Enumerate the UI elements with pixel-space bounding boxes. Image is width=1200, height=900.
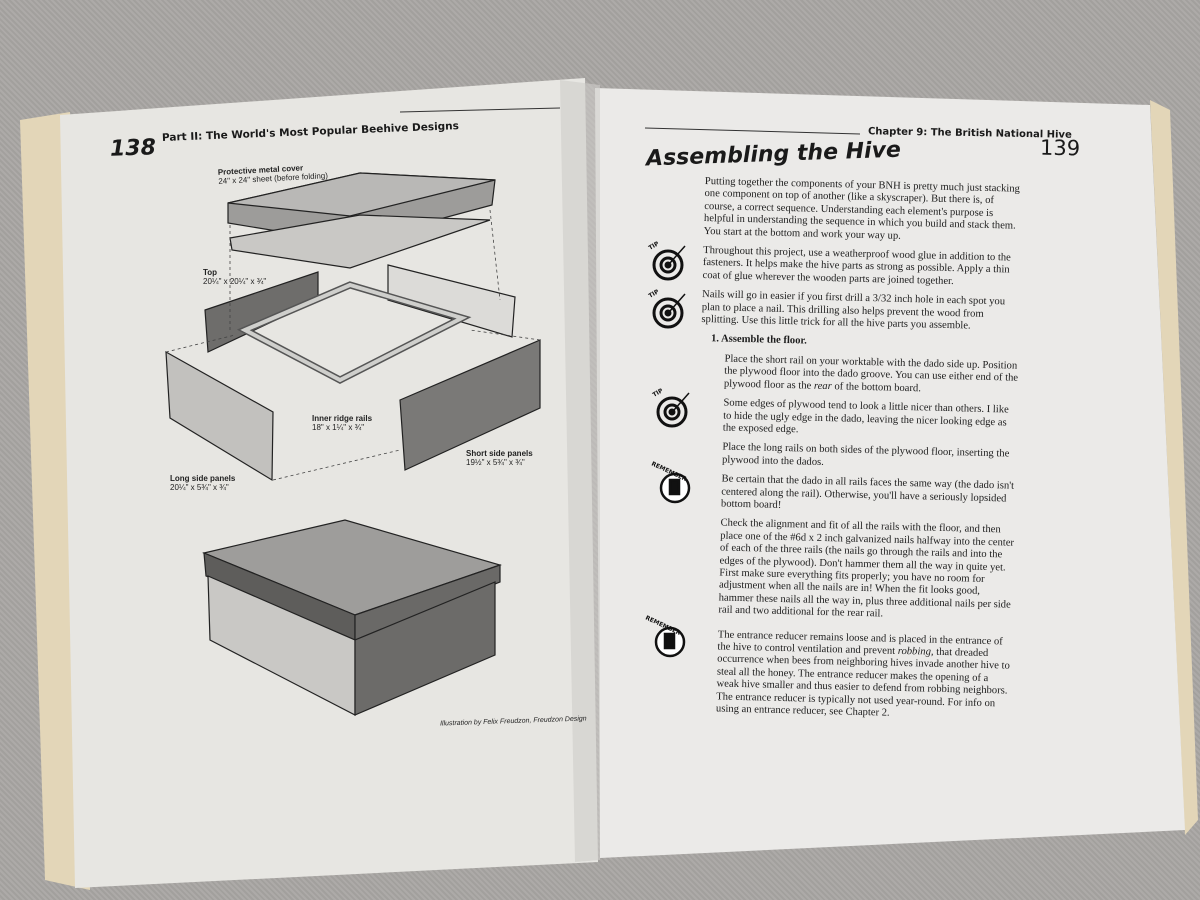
step-paragraph: Check the alignment and fit of all the r… bbox=[718, 517, 1015, 620]
remember-icon bbox=[654, 626, 686, 658]
tip-icon bbox=[656, 392, 690, 428]
top-board bbox=[229, 214, 491, 269]
short-side-panel-front bbox=[399, 339, 541, 471]
svg-text:TIP: TIP bbox=[652, 387, 665, 399]
tip-icon bbox=[652, 245, 686, 281]
tip-paragraph: Some edges of plywood tend to look a lit… bbox=[722, 397, 1009, 436]
tip-paragraph: Nails will go in easier if you first dri… bbox=[701, 289, 1006, 332]
remember-icon bbox=[659, 472, 691, 504]
step-heading: 1. Assemble the floor. bbox=[710, 333, 807, 348]
intro-paragraph: Putting together the components of your … bbox=[703, 176, 1021, 242]
tip-icon bbox=[652, 293, 686, 329]
right-page-body: Putting together the components of your … bbox=[692, 176, 1023, 730]
left-page bbox=[60, 78, 598, 888]
spine-shadow bbox=[560, 80, 600, 862]
step-paragraph: Place the long rails on both sides of th… bbox=[721, 441, 1010, 468]
remember-paragraph: Be certain that the dado in all rails fa… bbox=[720, 473, 1015, 511]
tip-paragraph: Throughout this project, use a weatherpr… bbox=[702, 245, 1011, 287]
right-page-stack bbox=[1150, 100, 1198, 835]
step-paragraph: Place the short rail on your worktable w… bbox=[723, 353, 1019, 395]
long-side-panel-front bbox=[165, 350, 274, 482]
svg-text:TIP: TIP bbox=[648, 288, 661, 300]
back-short-panel bbox=[387, 264, 516, 338]
remember-paragraph: The entrance reducer remains loose and i… bbox=[715, 629, 1010, 719]
svg-text:TIP: TIP bbox=[648, 240, 661, 252]
right-page bbox=[595, 88, 1185, 858]
